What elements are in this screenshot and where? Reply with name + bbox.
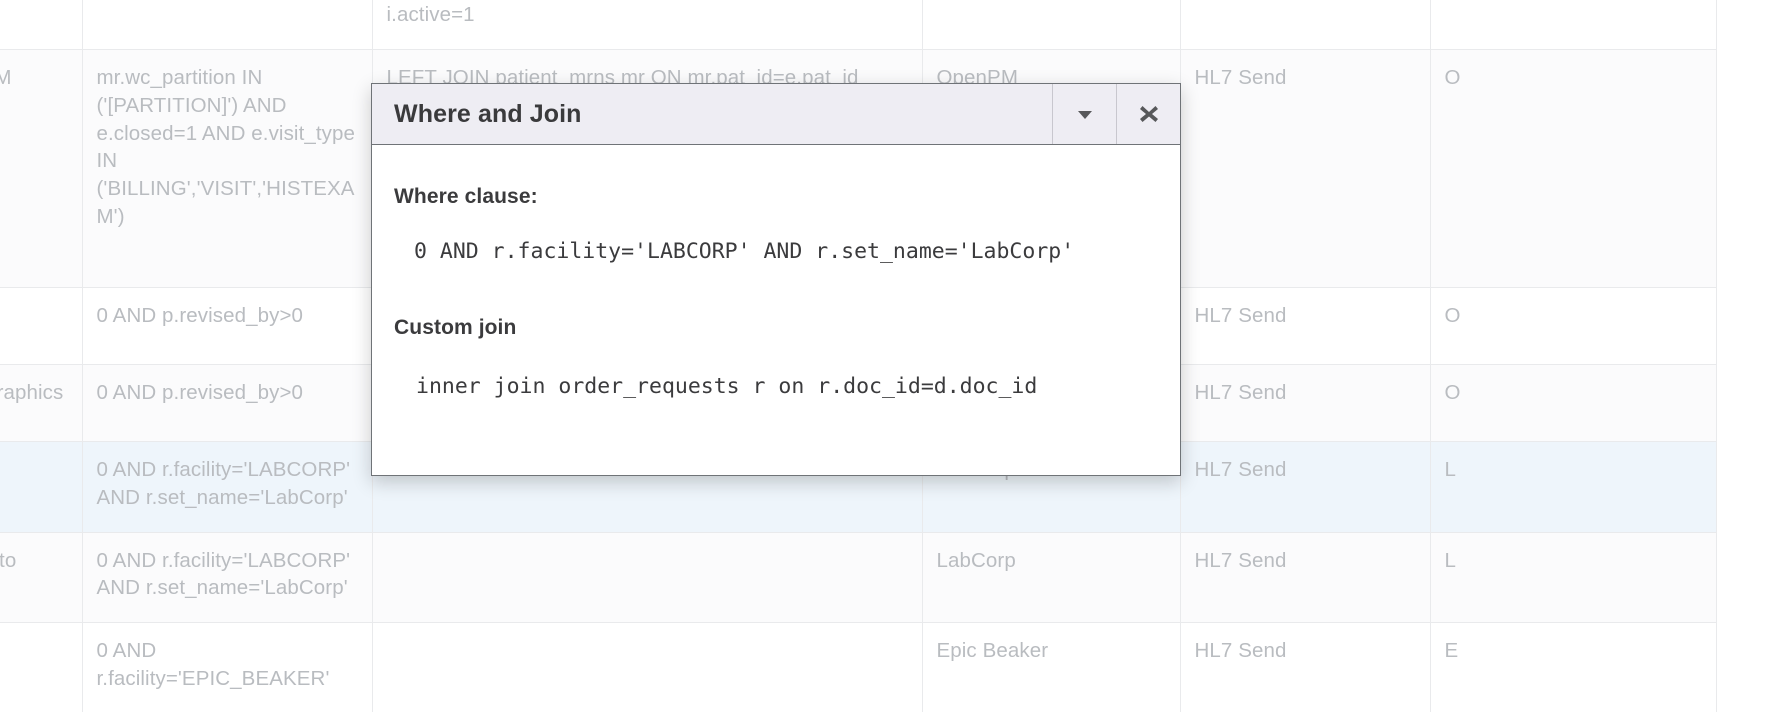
cell-system xyxy=(0,287,83,365)
cell-where: 0 AND r.facility='LABCORP' AND r.set_nam… xyxy=(82,531,373,623)
cell-action: HL7 Send xyxy=(1180,531,1431,623)
dialog-titlebar[interactable]: Where and Join xyxy=(372,84,1180,145)
cell-action: HL7 Send xyxy=(1180,363,1431,442)
cell-extra: L xyxy=(1430,531,1717,623)
cell-extra: O xyxy=(1430,48,1717,288)
cell-extra: O xyxy=(1430,363,1717,442)
cell-extra: L xyxy=(1430,440,1717,532)
where-clause-label: Where clause: xyxy=(394,185,538,208)
cell-join xyxy=(372,531,923,623)
cell-interface: LabCorp xyxy=(922,531,1181,623)
cell-interface xyxy=(922,0,1181,50)
cell-interface: Epic Beaker xyxy=(922,622,1181,712)
chevron-down-icon xyxy=(1074,103,1096,125)
collapse-button[interactable] xyxy=(1052,84,1116,144)
cell-join: insurance_policy i ON i.pat_id=eb.fund_c… xyxy=(372,0,923,50)
cell-action: HL7 Send xyxy=(1180,622,1431,712)
cell-where: 0 AND r.facility='LABCORP' AND r.set_nam… xyxy=(82,440,373,532)
cell-system xyxy=(0,0,83,50)
cell-action xyxy=(1180,0,1431,50)
cell-extra: O xyxy=(1430,287,1717,365)
cell-system: Demographics xyxy=(0,363,83,442)
cell-extra: E xyxy=(1430,622,1717,712)
cell-join xyxy=(372,622,923,712)
dialog-body: Where clause: 0 AND r.facility='LABCORP'… xyxy=(372,145,1180,475)
cell-system xyxy=(0,440,83,532)
close-x-icon xyxy=(1136,101,1162,127)
cell-system: OpenPM xyxy=(0,48,83,288)
where-clause-value[interactable]: 0 AND r.facility='LABCORP' AND r.set_nam… xyxy=(414,239,1075,264)
cell-where: 0 AND r.facility='EPIC_BEAKER' xyxy=(82,622,373,712)
dialog-title: Where and Join xyxy=(394,99,582,128)
table-row[interactable]: Orders to 0 AND r.facility='LABCORP' AND… xyxy=(0,531,1717,623)
custom-join-label: Custom join xyxy=(394,316,517,339)
cell-where: i.policy_id IS NULL xyxy=(82,0,373,50)
cell-where: mr.wc_partition IN ('[PARTITION]') AND e… xyxy=(82,48,373,288)
table-row[interactable]: i.policy_id IS NULL insurance_policy i O… xyxy=(0,0,1717,50)
cell-extra xyxy=(1430,0,1717,50)
cell-system: Orders to xyxy=(0,531,83,623)
cell-where: 0 AND p.revised_by>0 xyxy=(82,287,373,365)
table-row[interactable]: Epic 0 AND r.facility='EPIC_BEAKER' Epic… xyxy=(0,622,1717,712)
cell-system: Epic xyxy=(0,622,83,712)
cell-action: HL7 Send xyxy=(1180,287,1431,365)
cell-action: HL7 Send xyxy=(1180,48,1431,288)
close-button[interactable] xyxy=(1116,84,1180,144)
cell-where: 0 AND p.revised_by>0 xyxy=(82,363,373,442)
custom-join-value[interactable]: inner join order_requests r on r.doc_id=… xyxy=(416,374,1038,399)
where-and-join-dialog: Where and Join Where clause: 0 AND r.fac… xyxy=(371,83,1181,476)
cell-action: HL7 Send xyxy=(1180,440,1431,532)
